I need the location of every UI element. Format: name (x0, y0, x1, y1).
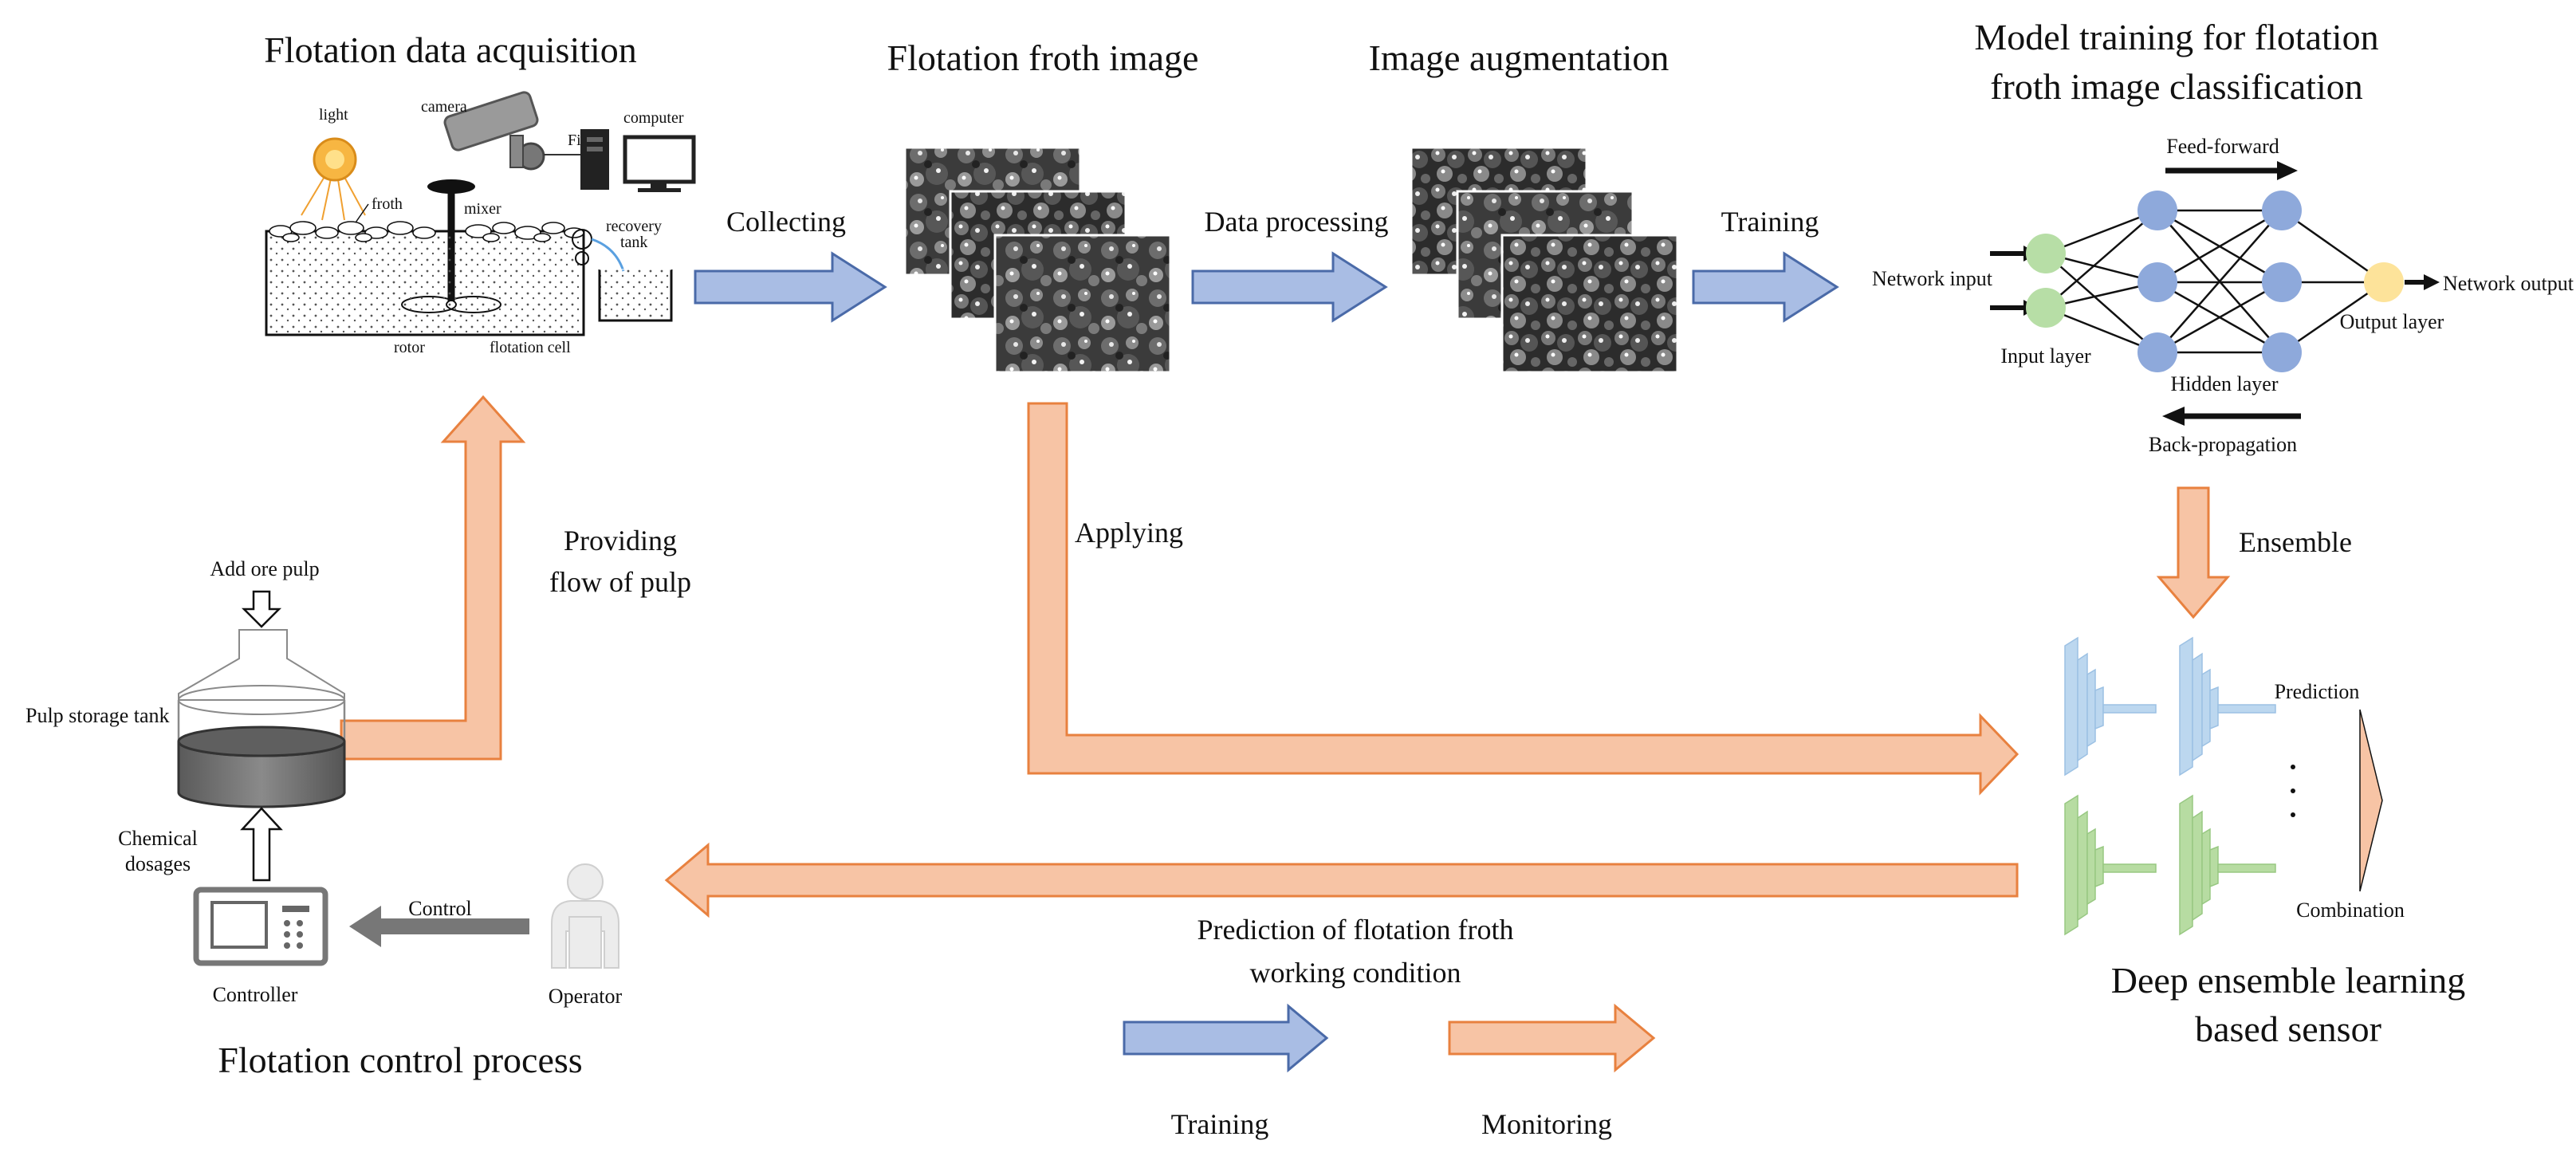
hidden-node-5 (2262, 262, 2302, 302)
feed-forward-arrowhead (2277, 161, 2298, 180)
computer-label: computer (623, 109, 684, 127)
recovery-label: recovery (606, 218, 662, 235)
output-layer-label: Output layer (2340, 310, 2444, 333)
camera-icon (443, 91, 545, 171)
legend-monitoring-arrow (1448, 1003, 1656, 1073)
ensemble-arrow (2156, 486, 2231, 619)
output-node (2364, 262, 2404, 302)
light-icon (301, 137, 366, 221)
prediction-label-1: Prediction of flotation froth (1198, 914, 1514, 946)
legend-training-arrow (1123, 1003, 1329, 1073)
flotation-cell-label: flotation cell (490, 339, 571, 356)
hidden-layer-label: Hidden layer (2170, 372, 2278, 395)
hidden-node-6 (2262, 332, 2302, 372)
operator-icon (551, 863, 619, 969)
data-processing-label: Data processing (1205, 206, 1389, 238)
rotor-label: rotor (394, 339, 425, 356)
hidden-node-3 (2137, 332, 2177, 372)
prediction-label-2: working condition (1250, 957, 1461, 989)
training-label: Training (1721, 206, 1819, 238)
back-propagation-label: Back-propagation (2149, 433, 2297, 456)
collecting-arrow (694, 251, 887, 323)
title-control-process: Flotation control process (218, 1040, 582, 1080)
input-node-1 (2026, 234, 2066, 273)
feed-forward-label: Feed-forward (2166, 135, 2279, 158)
combination-label: Combination (2296, 899, 2405, 922)
control-arrow (349, 906, 529, 947)
prediction-feedback-arrow (664, 842, 2019, 918)
neural-network: Feed-forward Network input Network outpu… (1872, 135, 2574, 456)
blue-model-1 (2064, 636, 2157, 777)
control-label: Control (408, 897, 471, 920)
mixer-label: mixer (464, 200, 501, 218)
providing-label-1: Providing (564, 525, 677, 556)
legend: Training Monitoring (1123, 1003, 1656, 1140)
title-augmentation: Image augmentation (1369, 37, 1669, 78)
network-input-label: Network input (1872, 267, 1993, 290)
operator-label: Operator (549, 985, 623, 1008)
title-model-training-1: Model training for flotation (1974, 17, 2378, 57)
title-model-training-2: froth image classification (1990, 66, 2363, 107)
froth-bubbles (269, 221, 584, 242)
ensemble-label: Ensemble (2239, 526, 2352, 558)
hidden-node-2 (2137, 262, 2177, 302)
add-ore-pulp-label: Add ore pulp (210, 557, 319, 580)
applying-arrow (1027, 402, 2020, 796)
tank-label: tank (620, 234, 647, 251)
collecting-label: Collecting (726, 206, 846, 238)
title-sensor-1: Deep ensemble learning (2111, 960, 2465, 1001)
froth-image-stack (903, 146, 1172, 374)
dosages-label: dosages (125, 852, 191, 875)
chemical-label: Chemical (118, 827, 198, 850)
title-acquisition: Flotation data acquisition (264, 29, 637, 70)
flotation-cell-illustration: light camera Fiber computer mixer fr (265, 91, 696, 356)
output-arrowhead (2424, 274, 2440, 290)
input-node-2 (2026, 288, 2066, 328)
ensemble-sensor-illustration: Prediction Combination (2064, 636, 2405, 936)
flotation-cell (265, 230, 585, 336)
hidden-node-4 (2262, 191, 2302, 230)
input-layer-label: Input layer (2000, 344, 2091, 368)
controller-label: Controller (213, 983, 298, 1006)
add-ore-pulp-arrow (241, 590, 282, 628)
legend-training-label: Training (1171, 1108, 1269, 1140)
green-model-2 (2179, 794, 2276, 936)
chemical-dosages-arrow (240, 807, 283, 882)
prediction-label: Prediction (2275, 680, 2360, 703)
network-output-label: Network output (2443, 272, 2574, 295)
froth-label: froth (372, 195, 403, 213)
recovery-tank-icon (572, 229, 673, 322)
light-label: light (319, 106, 348, 124)
augmented-image-stack (1410, 146, 1679, 374)
legend-monitoring-label: Monitoring (1481, 1108, 1612, 1140)
providing-label-2: flow of pulp (549, 566, 691, 598)
hidden-node-1 (2137, 191, 2177, 230)
title-sensor-2: based sensor (2195, 1009, 2381, 1049)
applying-label: Applying (1075, 517, 1183, 549)
training-arrow (1692, 251, 1839, 323)
combination-wedge (2359, 709, 2383, 892)
green-model-1 (2064, 794, 2157, 936)
network-connections (2045, 209, 2385, 354)
ellipsis-dots (2291, 765, 2295, 817)
back-propagation-arrowhead (2162, 407, 2185, 426)
computer-icon (580, 129, 696, 192)
providing-flow-arrow (340, 395, 526, 761)
title-froth-image: Flotation froth image (887, 37, 1199, 78)
froth-image-3 (993, 234, 1172, 374)
pulp-storage-tank: Add ore pulp Pulp storage tank (26, 557, 346, 808)
camera-label: camera (421, 98, 467, 116)
data-processing-arrow (1191, 251, 1388, 323)
augmented-image-3 (1500, 234, 1679, 374)
controller-icon (193, 887, 328, 966)
blue-model-2 (2179, 636, 2276, 777)
pulp-storage-tank-label: Pulp storage tank (26, 704, 170, 727)
